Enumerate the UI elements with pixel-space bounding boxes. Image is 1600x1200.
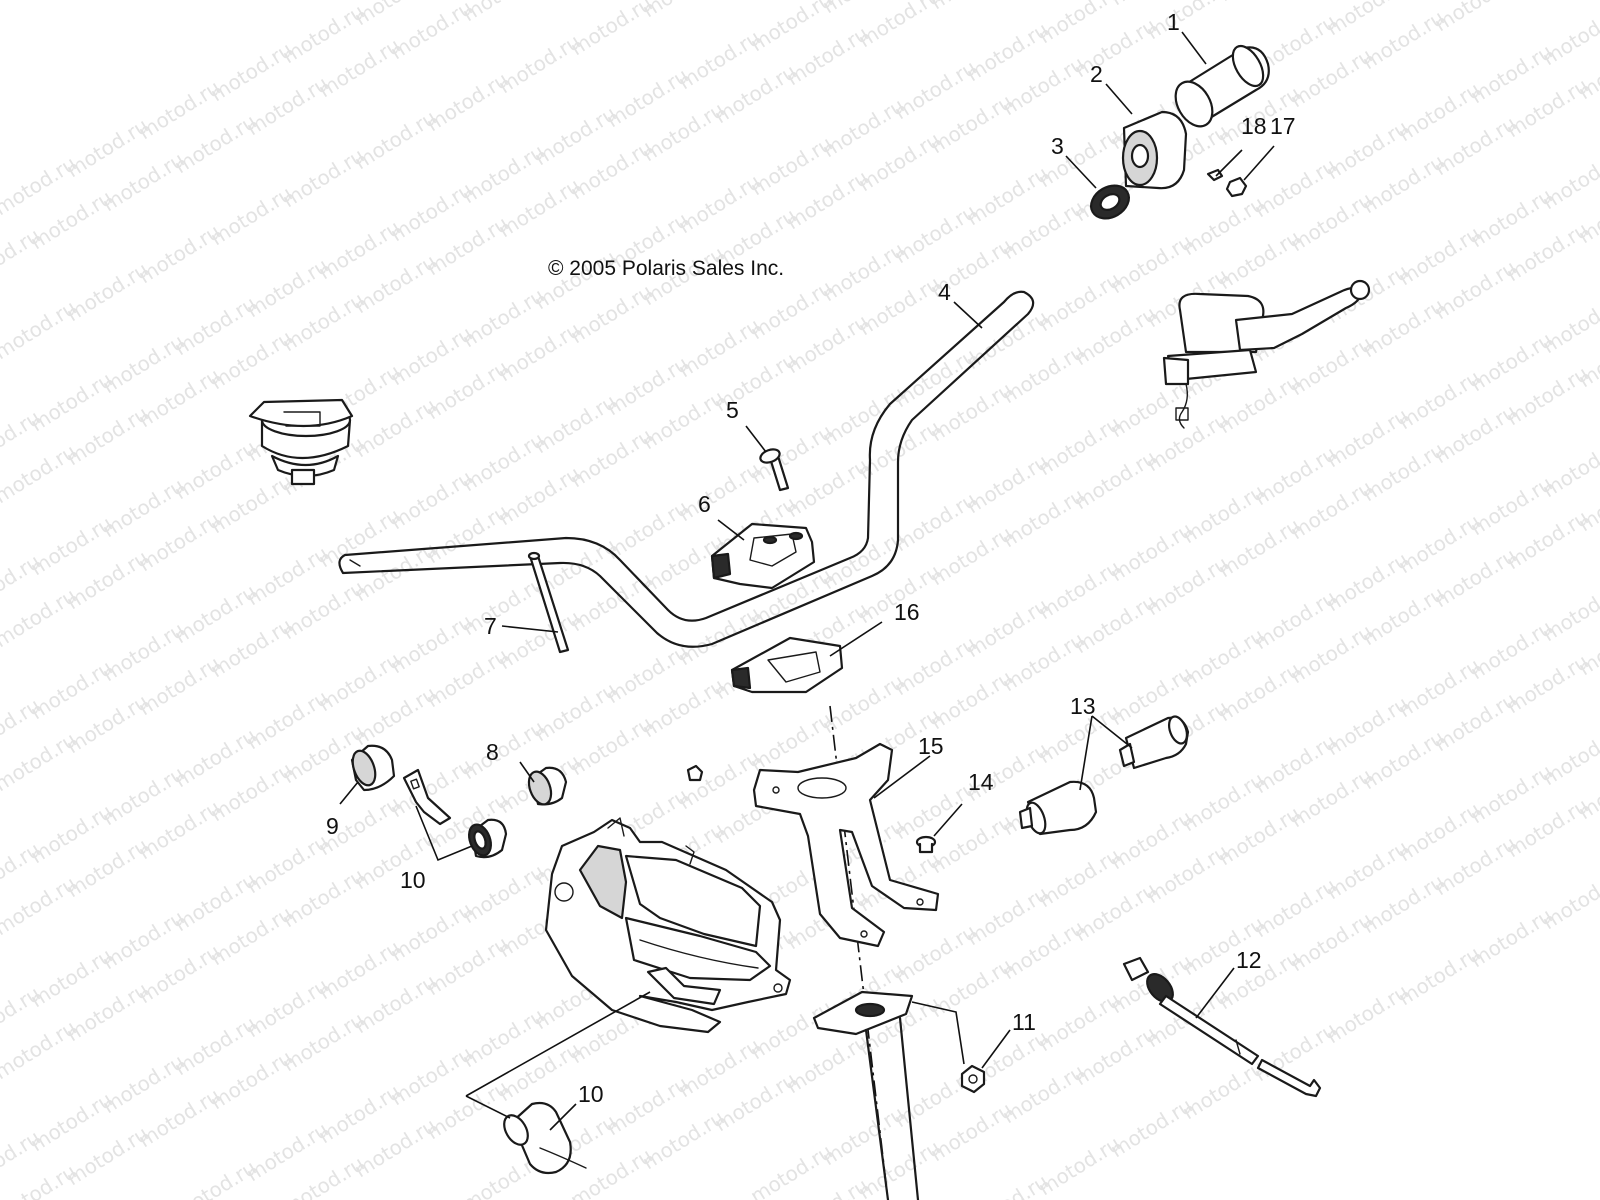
washer-part [1090,184,1130,220]
plug-part-8 [527,766,568,806]
callout-numbers: 1 2 3 18 17 4 5 6 7 16 8 9 10 15 14 13 1… [326,9,1296,1107]
plug-part-9 [350,744,396,792]
watermark-text: motod.ru [638,0,729,22]
callout-12: 12 [1236,947,1262,973]
callout-4: 4 [938,279,951,305]
plate-leader [911,1001,965,1065]
callout-5: 5 [726,397,739,423]
callout-3: 3 [1051,133,1064,159]
callout-8: 8 [486,739,499,765]
callout-11: 11 [1012,1009,1036,1035]
copyright-text: © 2005 Polaris Sales Inc. [548,257,784,280]
watermark-text: motod.ru [1538,865,1600,934]
instrument-housing-part [544,817,792,1034]
callout-15: 15 [918,733,944,759]
handlebar-part [338,290,1035,648]
callout-9: 9 [326,813,339,839]
callout-13: 13 [1070,693,1096,719]
watermark-text: motod.ru [1538,1,1600,70]
callout-16: 16 [894,599,920,625]
callout-17: 17 [1270,113,1296,139]
key-ring-part [468,818,508,859]
switch-knob-part [503,1101,587,1175]
watermark-text: motod.ru [1538,577,1600,646]
throttle-housing-part [1121,110,1188,190]
callout-1: 1 [1167,9,1180,35]
leader-lines [339,31,1275,1131]
sleeve-part-13a [1018,780,1098,836]
callout-18: 18 [1241,113,1267,139]
callout-14: 14 [968,769,994,795]
clip-part [686,764,704,782]
callout-2: 2 [1090,61,1103,87]
mounting-plate-part [812,990,920,1200]
sleeve-part-13b [1118,715,1190,770]
callout-6: 6 [698,491,711,517]
watermark-text: motod.ru [1430,0,1521,36]
callout-7: 7 [484,613,497,639]
brake-lever-assembly [1162,279,1371,429]
watermark-text: motod.ru [1538,289,1600,358]
watermark-text: motod.ru [854,0,945,52]
small-nut-part [1225,176,1248,198]
watermark-text: motod.ru [1538,145,1600,214]
rod-part [527,551,570,654]
watermark-text: motod.ru [1538,721,1600,790]
lower-clamp-part [730,636,844,694]
callout-10-lower: 10 [578,1081,604,1107]
watermark-text: motod.ru [1538,433,1600,502]
switch-housing-part [248,398,354,486]
small-bolt-part [915,835,937,854]
bolt-part [759,448,790,492]
ignition-key-part [402,768,452,826]
watermark-text: motod.ru [458,0,549,26]
watermark-text: motod.ru [1214,0,1305,6]
watermark-text: motod.ru [926,0,1017,14]
callout-10-upper: 10 [400,867,426,893]
nut-part [960,1064,986,1094]
speedo-cable-part [1122,956,1322,1098]
upper-clamp-part [710,522,816,590]
bracket-part [752,742,940,948]
grip-part [1174,44,1270,128]
